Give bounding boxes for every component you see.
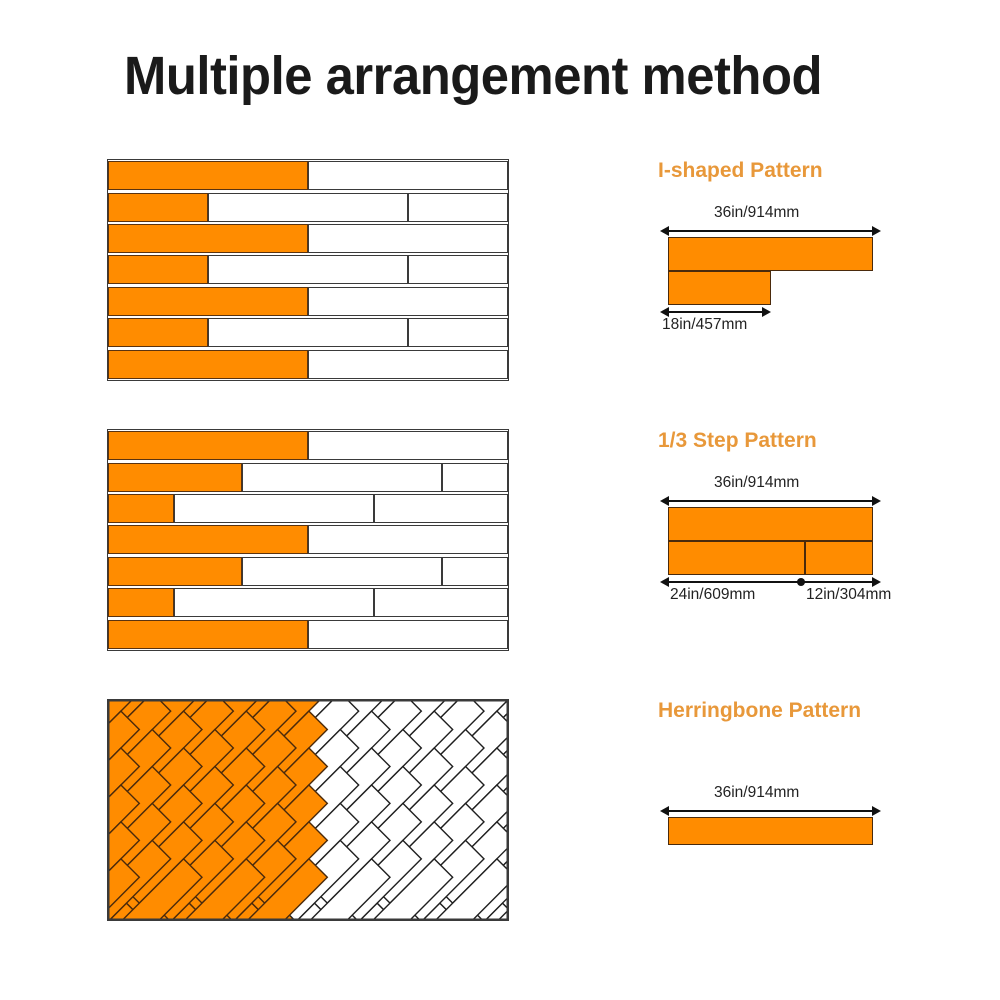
dim-label-i-bottom: 18in/457mm [662, 316, 748, 333]
dim-label-step-top: 36in/914mm [714, 474, 800, 491]
arrow-left-icon [660, 495, 669, 506]
dim-line-i-top [668, 230, 873, 232]
legend-bar-herringbone-full [668, 817, 873, 845]
plank-row [108, 524, 508, 555]
plank-row [108, 619, 508, 650]
dim-label-i-top: 36in/914mm [714, 204, 800, 221]
plank-row [108, 349, 508, 380]
plank-white [208, 318, 408, 348]
plank-row [108, 587, 508, 618]
plank-white [208, 192, 408, 222]
plank-orange [108, 619, 308, 649]
plank-white [174, 494, 374, 524]
herringbone-plank-orange [108, 747, 141, 799]
page-title: Multiple arrangement method [124, 46, 823, 106]
diagram-herringbone [107, 699, 509, 921]
legend-i-shaped: I-shaped Pattern 36in/914mm 18in/457mm [658, 158, 958, 333]
plank-row [108, 191, 508, 222]
plank-white [308, 525, 508, 555]
dim-divider-dot [797, 578, 805, 586]
dim-line-herringbone-top [668, 810, 873, 812]
plank-row [108, 254, 508, 285]
legend-herringbone: Herringbone Pattern 36in/914mm [658, 698, 958, 848]
dim-label-step-24: 24in/609mm [670, 586, 756, 603]
arrow-right-icon [762, 306, 771, 317]
arrow-right-icon [872, 576, 881, 587]
plank-white [308, 619, 508, 649]
plank-row [108, 286, 508, 317]
legend-third-step: 1/3 Step Pattern 36in/914mm 24in/609mm 1… [658, 428, 958, 603]
arrow-right-icon [872, 805, 881, 816]
legend-bar-step-full [668, 507, 873, 541]
plank-orange [108, 318, 208, 348]
plank-orange [108, 161, 308, 191]
plank-orange [108, 192, 208, 222]
herringbone-plank-orange [108, 710, 141, 762]
plank-white [308, 286, 508, 316]
plank-white [174, 588, 374, 618]
legend-bar-i-half [668, 271, 771, 305]
plank-white [408, 192, 508, 222]
herringbone-frame [108, 700, 508, 920]
plank-white [442, 462, 508, 492]
plank-row [108, 461, 508, 492]
plank-row [108, 493, 508, 524]
plank-white [308, 224, 508, 254]
dim-label-step-12: 12in/304mm [806, 586, 892, 603]
herringbone-plank-orange [108, 783, 141, 836]
plank-orange [108, 462, 242, 492]
plank-white [408, 255, 508, 285]
plank-orange [108, 556, 242, 586]
dim-line-step-top [668, 500, 873, 502]
plank-white [242, 462, 442, 492]
legend-bar-step-24 [668, 541, 805, 575]
plank-row [108, 317, 508, 348]
arrow-left-icon [660, 576, 669, 587]
herringbone-plank-orange [108, 820, 141, 873]
plank-row [108, 556, 508, 587]
legend-heading-third-step: 1/3 Step Pattern [658, 429, 817, 452]
plank-white [208, 255, 408, 285]
dim-label-herringbone-top: 36in/914mm [714, 784, 800, 801]
plank-row [108, 160, 508, 191]
plank-white [442, 556, 508, 586]
plank-row [108, 430, 508, 461]
plank-orange [108, 494, 174, 524]
plank-white [408, 318, 508, 348]
dim-line-i-bottom [668, 311, 763, 313]
plank-white [374, 588, 508, 618]
plank-orange [108, 525, 308, 555]
plank-orange [108, 431, 308, 461]
herringbone-plank-orange [108, 839, 172, 920]
plank-orange [108, 255, 208, 285]
plank-white [308, 349, 508, 379]
plank-white [374, 494, 508, 524]
arrow-right-icon [872, 225, 881, 236]
plank-orange [108, 286, 308, 316]
plank-orange [108, 349, 308, 379]
legend-bar-step-12 [805, 541, 873, 575]
plank-row [108, 223, 508, 254]
legend-heading-herringbone: Herringbone Pattern [658, 699, 862, 722]
legend-bar-i-full [668, 237, 873, 271]
arrow-left-icon [660, 805, 669, 816]
plank-orange [108, 588, 174, 618]
arrow-right-icon [872, 495, 881, 506]
herringbone-plank-orange [108, 700, 133, 726]
diagram-i-shaped [107, 159, 509, 381]
arrow-left-icon [660, 306, 669, 317]
herringbone-plank-white [497, 909, 508, 920]
legend-heading-i-shaped: I-shaped Pattern [658, 159, 823, 182]
plank-white [242, 556, 442, 586]
plank-orange [108, 224, 308, 254]
diagram-third-step [107, 429, 509, 651]
herringbone-plank-orange [108, 857, 141, 910]
dim-line-step-bottom [668, 581, 873, 583]
plank-white [308, 431, 508, 461]
plank-white [308, 161, 508, 191]
arrow-left-icon [660, 225, 669, 236]
herringbone-pattern-svg [108, 700, 508, 920]
